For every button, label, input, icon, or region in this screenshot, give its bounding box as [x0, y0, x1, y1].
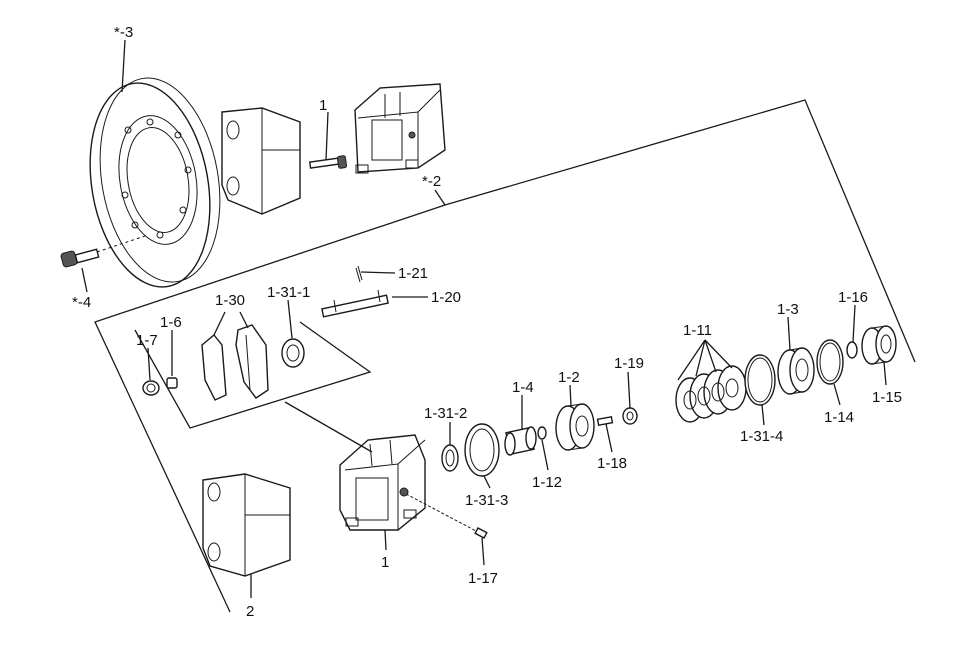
label-1-20: 1-20 — [431, 289, 461, 306]
label-1-31-3: 1-31-3 — [465, 492, 508, 509]
spring-washers — [675, 365, 747, 423]
label-caliper-star-2: *-2 — [422, 173, 441, 190]
label-1-2: 1-2 — [558, 369, 580, 386]
label-1-17: 1-17 — [468, 570, 498, 587]
label-1-14: 1-14 — [824, 409, 854, 426]
label-1-12: 1-12 — [532, 474, 562, 491]
upper-brake-pad — [221, 107, 301, 215]
label-1-30: 1-30 — [215, 292, 245, 309]
caliper-bolt — [308, 155, 348, 169]
label-caliper-1: 1 — [381, 554, 389, 571]
label-1-21: 1-21 — [398, 265, 428, 282]
label-1-31-4: 1-31-4 — [740, 428, 783, 445]
caliper-body — [339, 434, 426, 531]
cylinder — [555, 403, 595, 451]
label-1-19: 1-19 — [614, 355, 644, 372]
label-1-6: 1-6 — [160, 314, 182, 331]
piston — [504, 426, 537, 456]
pad-pin — [321, 289, 389, 318]
o-ring-1-16 — [846, 341, 858, 359]
adjuster-sleeve — [777, 347, 815, 395]
label-pad-2: 2 — [246, 603, 254, 620]
label-1-18: 1-18 — [597, 455, 627, 472]
seal-ring-1-31-1 — [281, 338, 305, 368]
lower-brake-pad — [202, 473, 291, 577]
seal-ring-1-31-2 — [441, 444, 459, 472]
label-bolt-star-4: *-4 — [72, 294, 91, 311]
bleeder-screw — [405, 493, 488, 539]
nut-1-19 — [622, 407, 638, 425]
pad-backing-plates — [201, 324, 269, 401]
circlip — [816, 339, 844, 385]
label-bolt-star-1: 1 — [319, 97, 327, 114]
brake-disc — [89, 77, 221, 288]
leader-lines — [81, 39, 887, 598]
label-1-11: 1-11 — [683, 322, 712, 339]
seal-ring-1-31-4 — [744, 354, 776, 406]
label-1-4: 1-4 — [512, 379, 534, 396]
part-labels: *-3 1 *-2 *-4 1-21 1-20 1-31-1 1-30 1-6 … — [72, 24, 902, 620]
label-1-3: 1-3 — [777, 301, 799, 318]
label-1-7: 1-7 — [136, 332, 158, 349]
label-1-15: 1-15 — [872, 389, 902, 406]
label-1-16: 1-16 — [838, 289, 868, 306]
o-ring-1-12 — [537, 426, 547, 440]
screw-1-18 — [596, 416, 614, 426]
upper-caliper-housing — [354, 83, 446, 174]
small-bushing-1-6 — [166, 377, 178, 389]
disc-bolt — [60, 248, 100, 268]
cap-nut — [861, 325, 897, 365]
label-1-31-1: 1-31-1 — [267, 284, 310, 301]
label-1-31-2: 1-31-2 — [424, 405, 467, 422]
seal-ring-1-31-3 — [464, 423, 500, 477]
split-pin — [355, 265, 363, 283]
small-bushing-1-7 — [142, 380, 160, 396]
label-disc: *-3 — [114, 24, 133, 41]
